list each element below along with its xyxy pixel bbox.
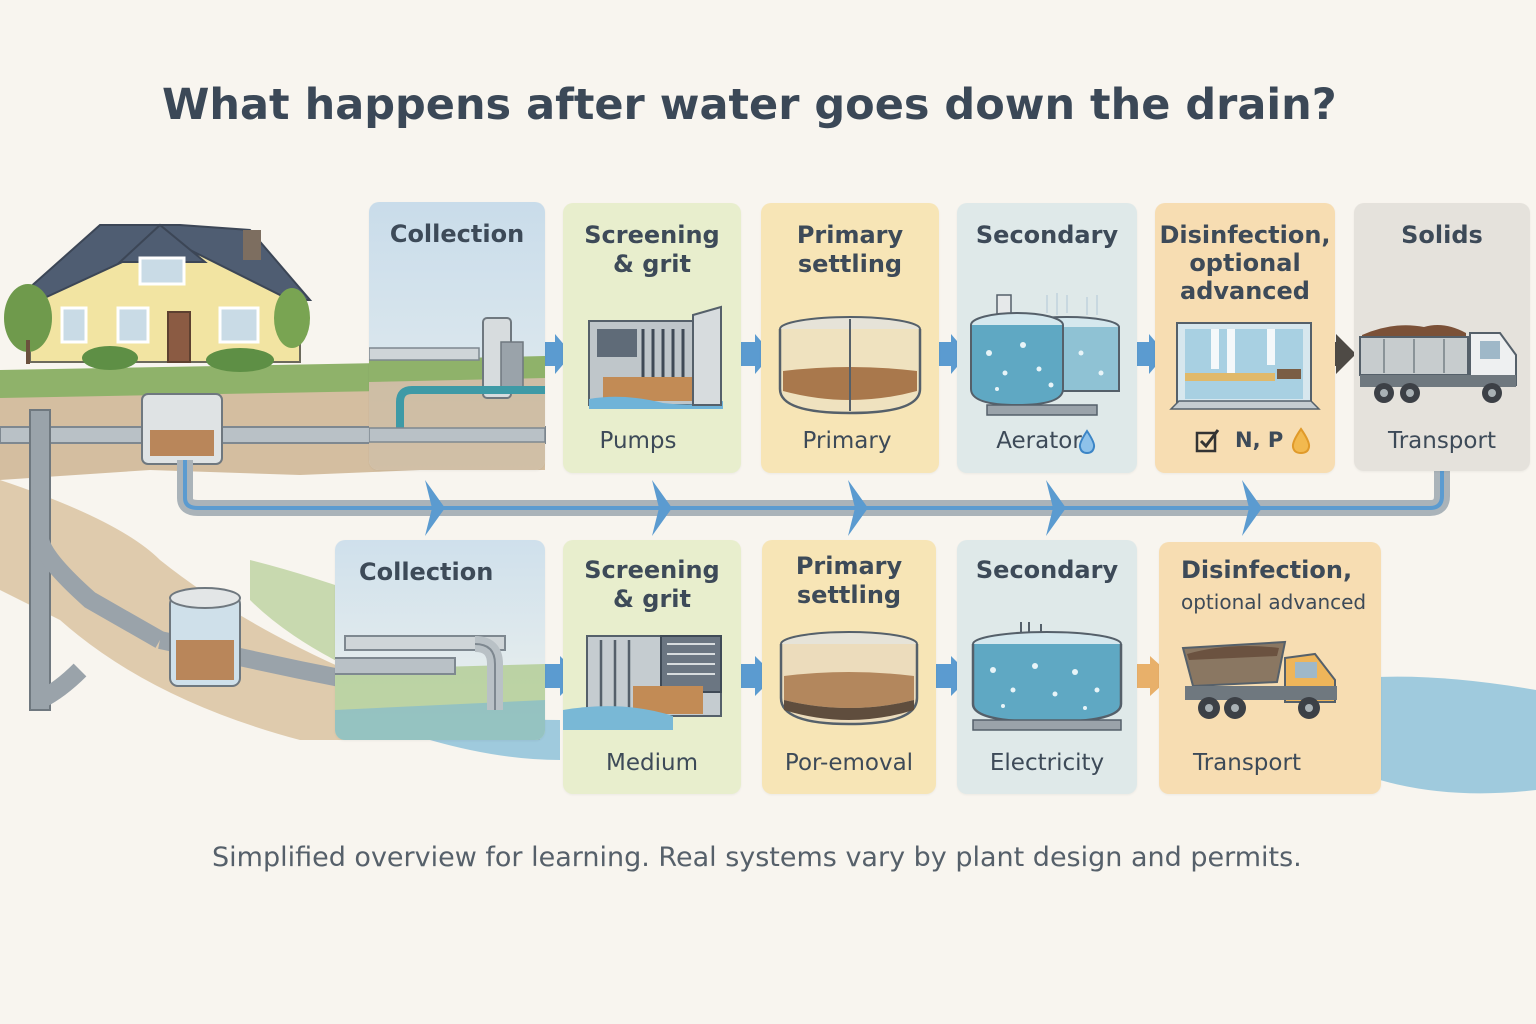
checkbox-icon <box>1195 429 1220 453</box>
settling-tank-icon <box>778 316 922 415</box>
panel-heading: Secondary <box>975 221 1119 249</box>
panel-sub-label: Electricity <box>989 750 1105 776</box>
panel-heading: Collection <box>359 558 494 586</box>
footer-note: Simplified overview for learning. Real s… <box>212 842 1302 873</box>
grit-chamber-icon <box>563 635 722 730</box>
panel-bottom-primary: Primary settling Por-emoval <box>762 540 936 794</box>
collection-pipes-icon <box>335 635 545 740</box>
panel-bottom-collection: Collection <box>335 540 545 740</box>
aeration-tank-icon <box>970 293 1120 416</box>
oil-drop-icon <box>1291 427 1311 455</box>
panel-sub-label: Aerator <box>996 428 1082 454</box>
panel-sub-label: Transport <box>1388 428 1496 454</box>
house-icon <box>4 223 313 372</box>
panel-bottom-secondary: Secondary Electricity <box>957 540 1137 794</box>
panel-top-primary: Primary settling Primary <box>761 203 939 473</box>
panel-top-solids: Solids Transport <box>1354 203 1530 471</box>
panel-bottom-screening: Screening & grit Medium <box>563 540 741 794</box>
panel-sub-label: Primary <box>802 428 892 454</box>
panel-heading: Screening & grit <box>584 556 720 613</box>
panel-heading: Collection <box>389 220 525 248</box>
panel-sub-label: Medium <box>606 750 698 776</box>
aeration-tank-icon <box>971 622 1123 731</box>
panel-top-disinfection: Disinfection, optional advanced N, P <box>1155 203 1335 473</box>
panel-top-secondary: Secondary Aerator <box>957 203 1137 473</box>
water-drop-icon <box>1078 429 1096 455</box>
page-title: What happens after water goes down the d… <box>162 80 1337 130</box>
panel-sub-label: Pumps <box>599 428 677 454</box>
panel-heading: Solids <box>1401 221 1483 249</box>
pump-station-icon <box>369 317 545 470</box>
uv-disinfection-icon <box>1169 322 1321 410</box>
settling-tank-icon <box>779 631 919 726</box>
panel-sub-label: Transport <box>1193 750 1301 776</box>
panel-heading: Screening & grit <box>584 221 720 278</box>
panel-sub-label: N, P <box>1235 428 1284 452</box>
bar-screen-icon <box>588 305 723 409</box>
panel-top-collection: Collection <box>369 202 545 470</box>
panel-heading-secondary: optional advanced <box>1181 590 1367 614</box>
dump-truck-icon <box>1181 640 1337 719</box>
panel-top-screening: Screening & grit Pumps <box>563 203 741 473</box>
panel-heading: Primary settling <box>795 552 903 609</box>
dump-truck-icon <box>1359 325 1517 403</box>
panel-heading: Disinfection, <box>1181 556 1353 584</box>
panel-heading: Primary settling <box>796 221 904 278</box>
panel-heading: Disinfection, optional advanced <box>1159 221 1331 305</box>
panel-heading: Secondary <box>975 556 1119 584</box>
panel-bottom-disinfection: Disinfection, optional advanced Transpor… <box>1159 542 1381 794</box>
panel-sub-label: Por-emoval <box>784 750 914 776</box>
